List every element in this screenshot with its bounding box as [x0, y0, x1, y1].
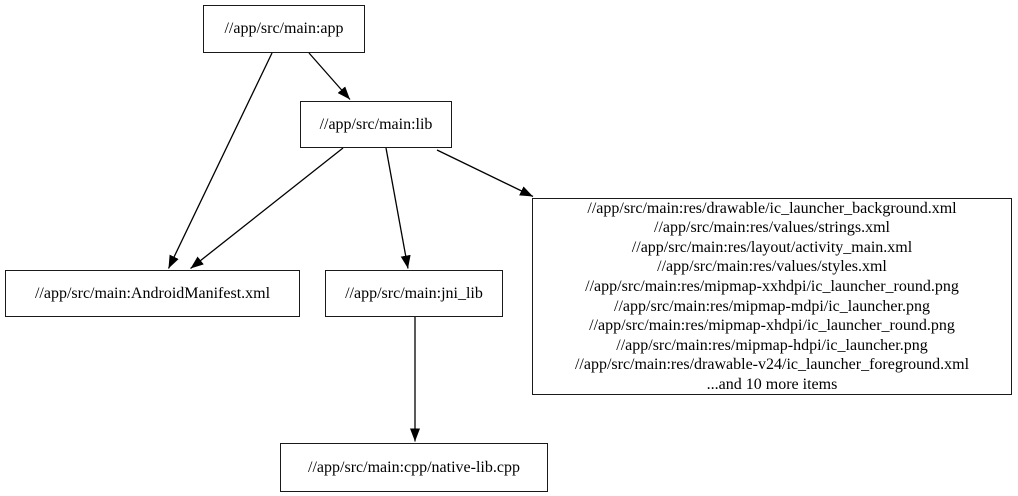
- res-file-line: //app/src/main:res/values/styles.xml: [657, 258, 887, 276]
- edge-app-to-lib: [308, 52, 351, 100]
- node-lib-label: //app/src/main:lib: [319, 115, 433, 133]
- res-file-line: //app/src/main:res/values/strings.xml: [654, 219, 890, 237]
- node-android-manifest-label: //app/src/main:AndroidManifest.xml: [34, 284, 271, 302]
- res-file-line: //app/src/main:res/drawable-v24/ic_launc…: [574, 356, 970, 374]
- node-jni-lib: //app/src/main:jni_lib: [325, 270, 503, 317]
- res-file-line: //app/src/main:res/mipmap-mdpi/ic_launch…: [614, 297, 930, 315]
- res-file-line: //app/src/main:res/mipmap-hdpi/ic_launch…: [616, 336, 928, 354]
- node-android-manifest: //app/src/main:AndroidManifest.xml: [5, 270, 300, 317]
- node-native-lib-cpp: //app/src/main:cpp/native-lib.cpp: [280, 443, 548, 492]
- res-file-line: //app/src/main:res/mipmap-xhdpi/ic_launc…: [589, 317, 955, 335]
- node-app: //app/src/main:app: [203, 5, 365, 53]
- res-file-line: //app/src/main:res/layout/activity_main.…: [631, 238, 913, 256]
- res-file-line: //app/src/main:res/drawable/ic_launcher_…: [587, 199, 957, 217]
- res-file-line: //app/src/main:res/mipmap-xxhdpi/ic_laun…: [585, 277, 959, 295]
- res-file-line-more: ...and 10 more items: [706, 375, 838, 393]
- node-jni-lib-label: //app/src/main:jni_lib: [345, 284, 483, 302]
- node-res-file-group: //app/src/main:res/drawable/ic_launcher_…: [532, 198, 1012, 395]
- edge-app-to-manifest: [167, 52, 273, 269]
- node-native-lib-cpp-label: //app/src/main:cpp/native-lib.cpp: [308, 458, 520, 476]
- edge-lib-to-jni-lib: [385, 147, 411, 269]
- edge-lib-to-manifest: [190, 147, 344, 270]
- edge-lib-to-res-group: [436, 149, 534, 198]
- node-app-label: //app/src/main:app: [224, 20, 344, 38]
- node-lib: //app/src/main:lib: [300, 101, 452, 148]
